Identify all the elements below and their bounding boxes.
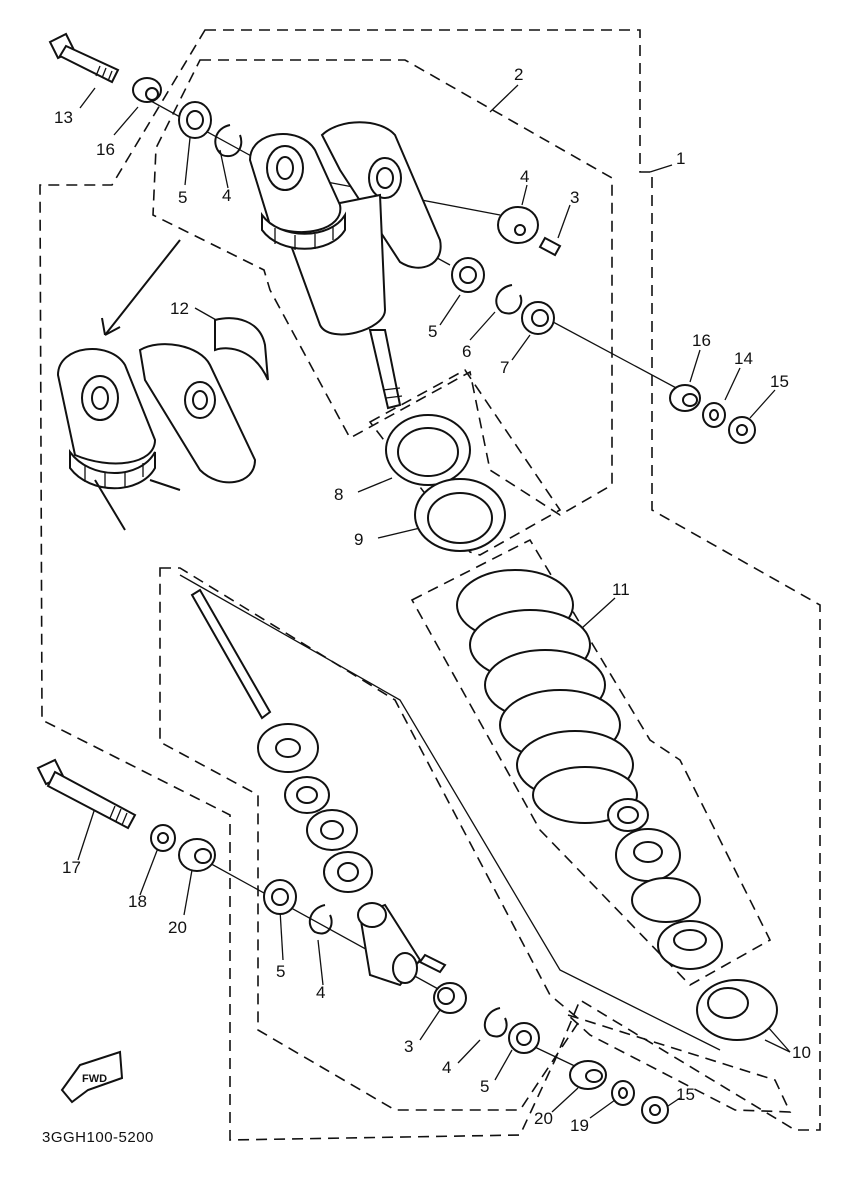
shock-absorber-body bbox=[248, 121, 442, 410]
callout-2: 2 bbox=[514, 65, 523, 84]
adjuster-rings bbox=[385, 414, 506, 552]
callout-4: 4 bbox=[222, 186, 231, 205]
callout-4: 4 bbox=[442, 1058, 451, 1077]
callout-labels: 1 2 3 4 4 5 5 6 7 8 9 10 11 12 13 14 15 … bbox=[54, 65, 811, 1135]
callout-12: 12 bbox=[170, 299, 189, 318]
boundary-adjuster-rings bbox=[368, 368, 562, 556]
callout-4: 4 bbox=[316, 983, 325, 1002]
callout-5: 5 bbox=[178, 188, 187, 207]
reservoir-inset-view bbox=[56, 239, 269, 531]
damper-rod-assembly bbox=[190, 588, 669, 1124]
callout-5: 5 bbox=[480, 1077, 489, 1096]
callout-19: 19 bbox=[570, 1116, 589, 1135]
lower-bolt-hardware bbox=[36, 758, 216, 872]
upper-hardware bbox=[48, 32, 756, 444]
callout-13: 13 bbox=[54, 108, 73, 127]
callout-15: 15 bbox=[770, 372, 789, 391]
boundary-shock-assembly-1 bbox=[39, 29, 821, 1141]
callout-8: 8 bbox=[334, 485, 343, 504]
spring-seat-stack bbox=[607, 798, 778, 1041]
callout-4: 4 bbox=[520, 167, 529, 186]
boundary-lower-hardware bbox=[567, 1014, 792, 1113]
fwd-direction-badge: FWD bbox=[60, 1050, 124, 1104]
callout-14: 14 bbox=[734, 349, 753, 368]
callout-18: 18 bbox=[128, 892, 147, 911]
callout-6: 6 bbox=[462, 342, 471, 361]
coil-spring bbox=[456, 569, 638, 824]
callout-20: 20 bbox=[534, 1109, 553, 1128]
callout-5: 5 bbox=[428, 322, 437, 341]
callout-11: 11 bbox=[612, 580, 630, 599]
callout-1: 1 bbox=[676, 149, 685, 168]
assembly-boundaries bbox=[39, 29, 821, 1141]
callout-16: 16 bbox=[692, 331, 711, 350]
callout-10: 10 bbox=[792, 1043, 811, 1062]
callout-20: 20 bbox=[168, 918, 187, 937]
callout-9: 9 bbox=[354, 530, 363, 549]
callout-16: 16 bbox=[96, 140, 115, 159]
callout-3: 3 bbox=[570, 188, 579, 207]
boundary-shock-body-2 bbox=[152, 59, 613, 516]
drawing-code: 3GGH100-5200 bbox=[42, 1129, 154, 1146]
callout-7: 7 bbox=[500, 358, 509, 377]
callout-5: 5 bbox=[276, 962, 285, 981]
callout-3: 3 bbox=[404, 1037, 413, 1056]
boundary-spring-seat bbox=[410, 538, 772, 986]
callout-17: 17 bbox=[62, 858, 81, 877]
fwd-label: FWD bbox=[82, 1073, 107, 1085]
callout-15: 15 bbox=[676, 1085, 695, 1104]
